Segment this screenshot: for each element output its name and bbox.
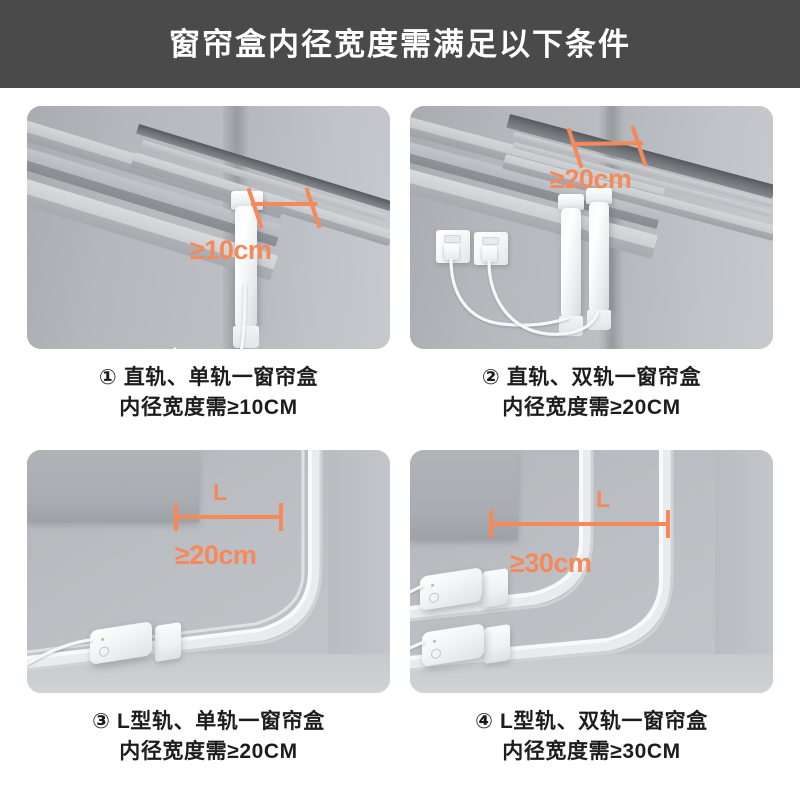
- motor-foot-2: [587, 310, 611, 330]
- case-2-caption: ② 直轨、双轨一窗帘盒 内径宽度需≥20CM: [482, 363, 701, 423]
- case-4-caption: ④ L型轨、双轨一窗帘盒 内径宽度需≥30CM: [475, 707, 708, 767]
- header-banner: 窗帘盒内径宽度需满足以下条件: [0, 0, 800, 88]
- power-cable: [173, 283, 247, 349]
- case-2-caption-line1: ② 直轨、双轨一窗帘盒: [481, 366, 702, 389]
- case-4-caption-line2: 内径宽度需≥30CM: [502, 739, 681, 763]
- dimension-marker-4: [488, 510, 688, 543]
- dimension-label-3: ≥20cm: [175, 540, 257, 570]
- motor-head-1: [558, 194, 584, 210]
- case-2-caption-line2: 内径宽度需≥20CM: [502, 395, 681, 419]
- span-letter-4: L: [596, 486, 611, 512]
- power-plug-2: [482, 246, 497, 262]
- motor-body: [235, 206, 257, 328]
- ceiling-ledge: [27, 450, 199, 522]
- case-1-caption-line2: 内径宽度需≥10CM: [119, 395, 298, 419]
- case-1: ≥10cm ① 直轨、单轨一窗帘盒 内径宽度需≥10CM: [22, 106, 395, 446]
- case-1-caption: ① 直轨、单轨一窗帘盒 内径宽度需≥10CM: [99, 363, 318, 423]
- right-sidewall: [715, 450, 773, 693]
- case-4-illustration: L ≥30cm: [410, 450, 773, 693]
- case-1-illustration: ≥10cm: [27, 106, 390, 349]
- dimension-marker-3: [173, 503, 301, 536]
- cases-grid: ≥10cm ① 直轨、单轨一窗帘盒 内径宽度需≥10CM: [0, 88, 800, 800]
- case-4: L ≥30cm ④ L型轨、双轨一窗帘盒 内径宽度需≥30CM: [405, 450, 778, 790]
- motor-foot: [233, 326, 259, 348]
- motor-body-2: [589, 202, 609, 312]
- dimension-label-4: ≥30cm: [510, 548, 592, 578]
- case-2-illustration: ≥20cm: [410, 106, 773, 349]
- power-plug-1: [444, 244, 459, 260]
- power-cables: [410, 584, 426, 650]
- case-2: ≥20cm ② 直轨、双轨一窗帘盒 内径宽度需≥20CM: [405, 106, 778, 446]
- dimension-label-2: ≥20cm: [550, 164, 632, 194]
- case-4-caption-line1: ④ L型轨、双轨一窗帘盒: [475, 710, 708, 733]
- span-letter-3: L: [213, 479, 228, 505]
- case-3-illustration: L ≥20cm: [27, 450, 390, 693]
- dimension-label-1: ≥10cm: [190, 235, 272, 265]
- motor-body-1: [561, 208, 581, 318]
- case-3-caption-line2: 内径宽度需≥20CM: [119, 739, 298, 763]
- page-title: 窗帘盒内径宽度需满足以下条件: [169, 26, 631, 62]
- power-cable: [27, 638, 93, 666]
- motor-head-2: [586, 188, 612, 204]
- case-3-caption: ③ L型轨、单轨一窗帘盒 内径宽度需≥20CM: [92, 707, 325, 767]
- case-3-caption-line1: ③ L型轨、单轨一窗帘盒: [92, 710, 325, 733]
- power-cables: [449, 258, 600, 336]
- dimension-marker-2: [555, 125, 665, 185]
- dimension-marker-1: [223, 187, 333, 245]
- case-3: L ≥20cm ③ L型轨、单轨一窗帘盒 内径宽度需≥20CM: [22, 450, 395, 790]
- right-sidewall: [328, 450, 390, 693]
- case-1-caption-line1: ① 直轨、单轨一窗帘盒: [98, 366, 319, 389]
